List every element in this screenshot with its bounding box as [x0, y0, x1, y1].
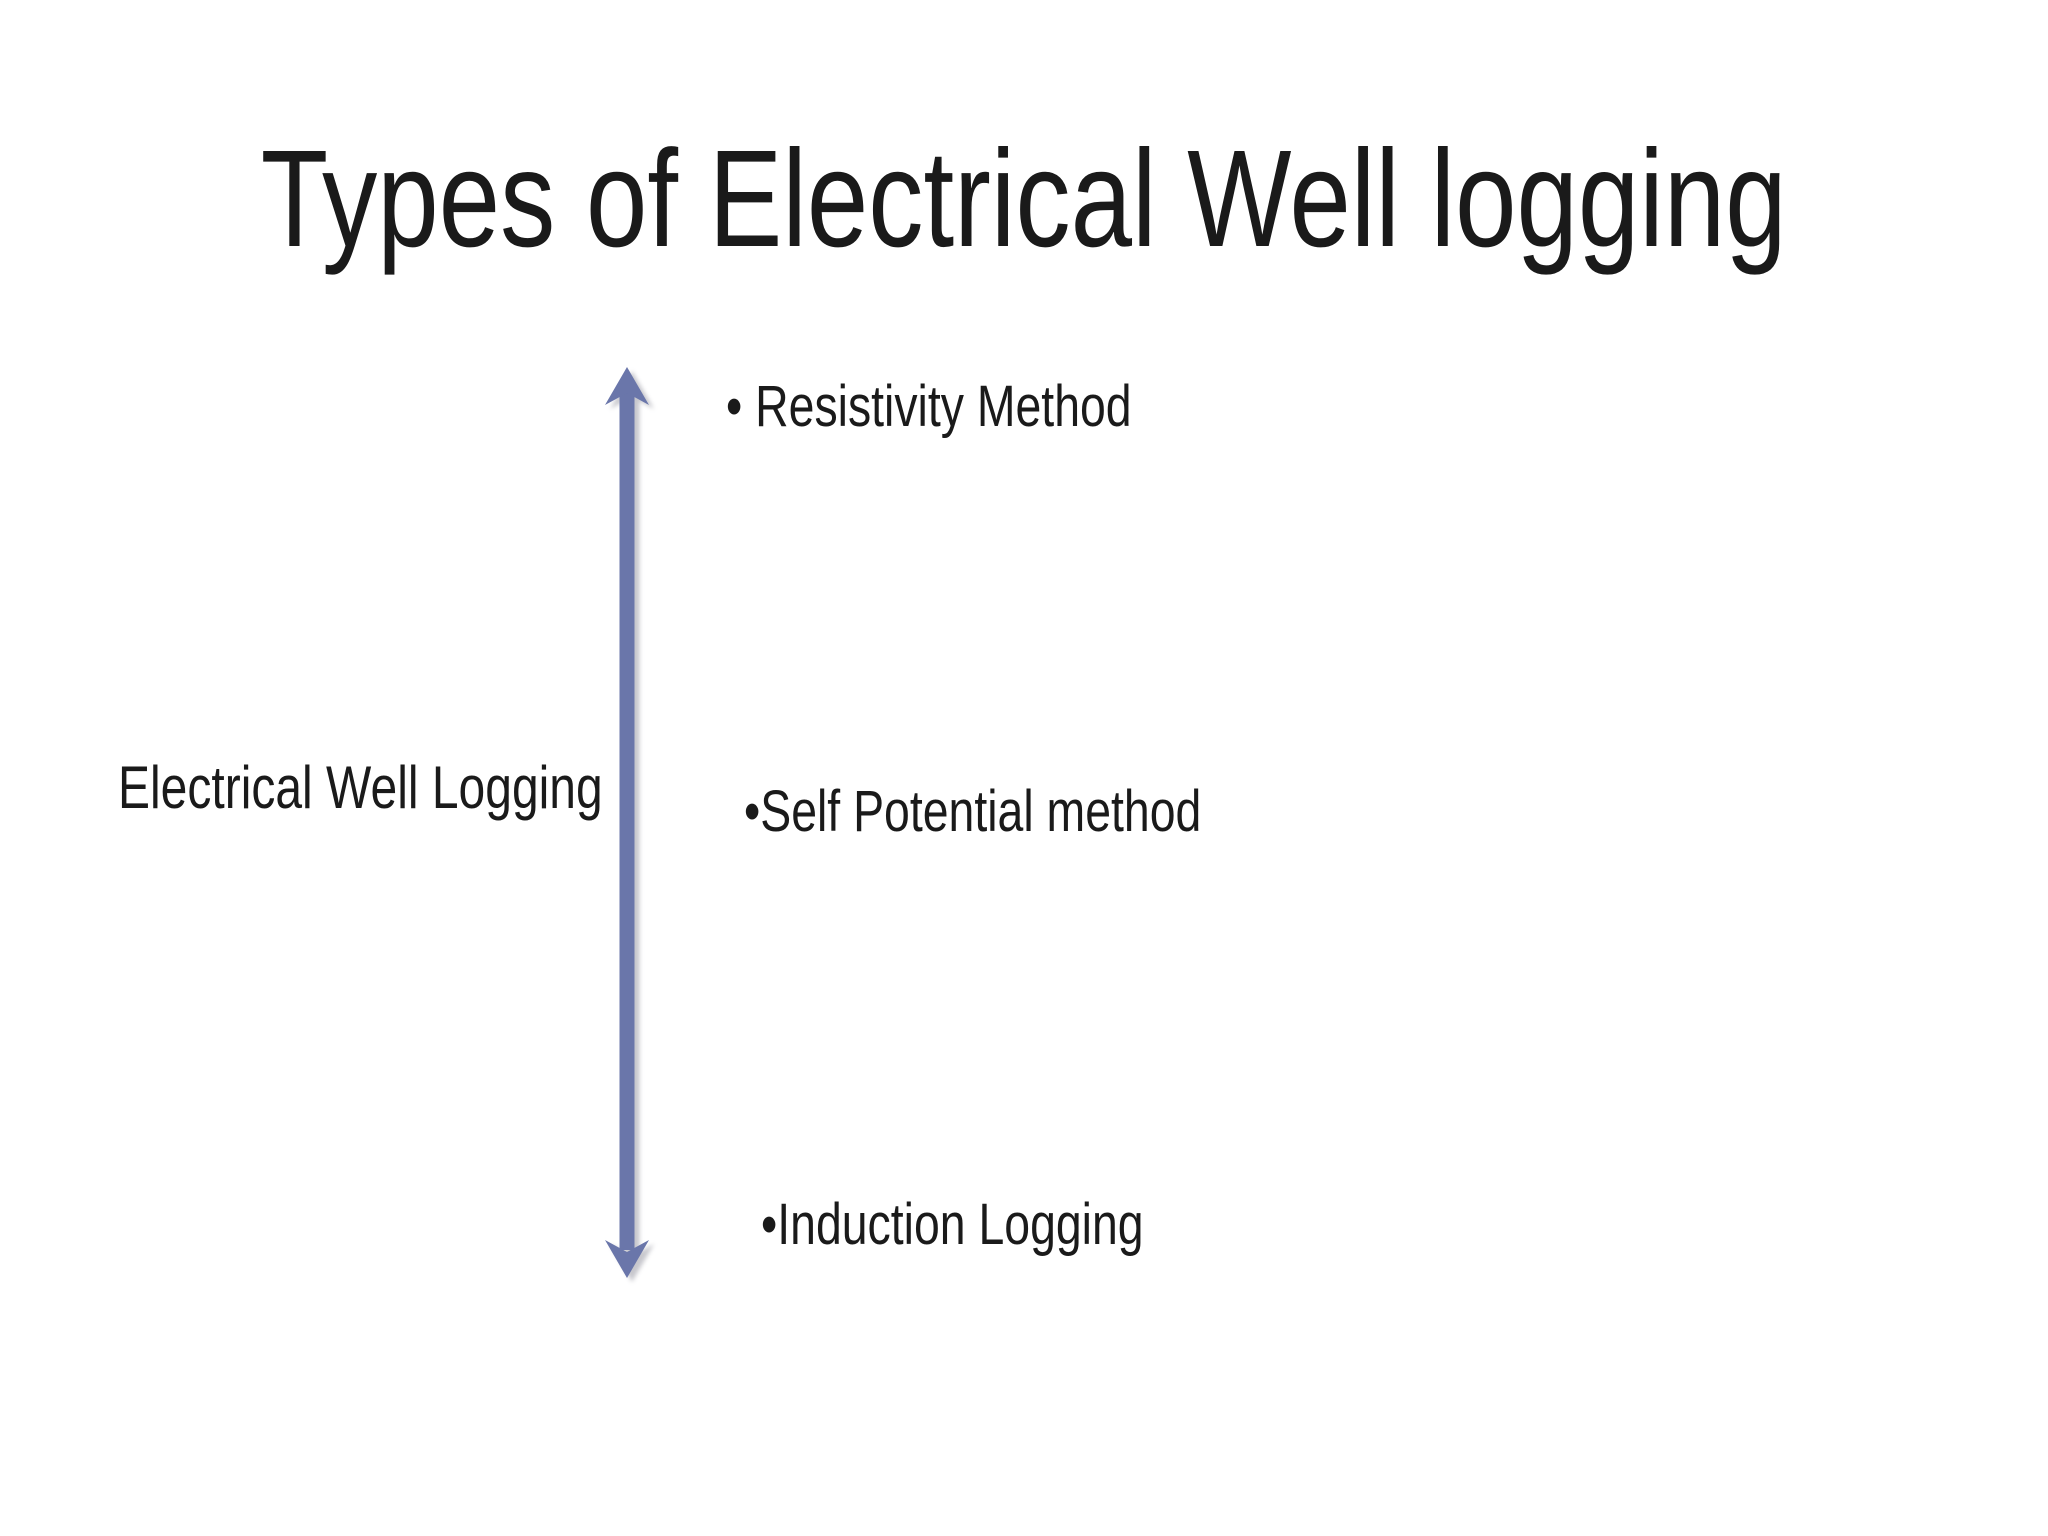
bullet-item-text: •Induction Logging — [761, 1192, 1144, 1257]
arrow-shaft — [619, 386, 635, 1250]
vertical-double-arrow-icon — [605, 367, 649, 1278]
axis-side-label: Electrical Well Logging — [118, 758, 724, 818]
bullet-item-self-potential-method: •Self Potential method — [744, 783, 1316, 841]
slide-title: Types of Electrical Well logging — [0, 130, 2048, 268]
slide-title-text: Types of Electrical Well logging — [261, 122, 1787, 276]
bullet-item-text: • Resistivity Method — [726, 374, 1132, 439]
bullet-item-resistivity-method: • Resistivity Method — [726, 378, 1233, 436]
axis-side-label-text: Electrical Well Logging — [118, 754, 603, 821]
arrow-head-down — [605, 1240, 649, 1278]
bullet-item-induction-logging: •Induction Logging — [761, 1196, 1239, 1254]
arrow-head-up — [605, 367, 649, 405]
bullet-item-text: •Self Potential method — [744, 779, 1202, 844]
